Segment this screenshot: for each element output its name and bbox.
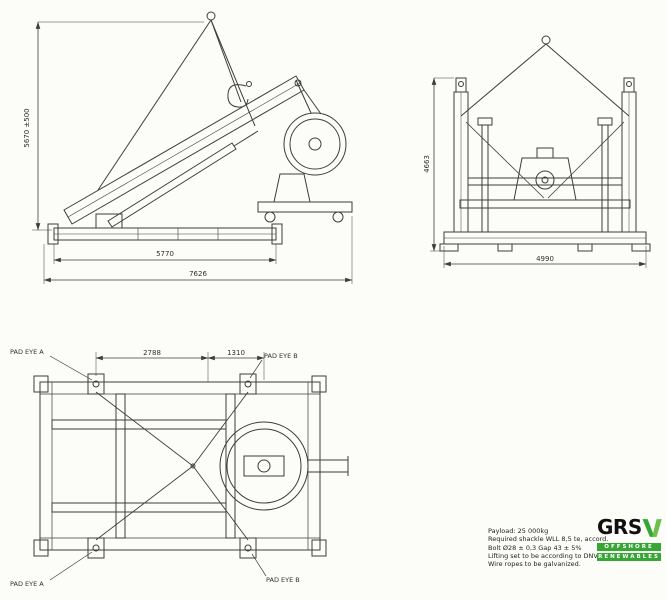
front-left-post bbox=[453, 77, 469, 233]
plan-pad-eyes bbox=[87, 373, 257, 559]
logo-text: GRS bbox=[597, 515, 642, 539]
front-lifting-slings bbox=[460, 35, 630, 199]
plan-winch-drum bbox=[219, 421, 349, 511]
logo-leaf-icon bbox=[642, 519, 662, 537]
side-dim-7626-label: 7626 bbox=[189, 270, 207, 278]
front-dim-width bbox=[443, 246, 647, 268]
grs-logo: GRS OFFSHORE RENEWABLES bbox=[597, 517, 663, 561]
side-base-skid bbox=[47, 213, 283, 245]
plan-frame bbox=[33, 375, 327, 557]
note-payload: Payload: 25 000kg bbox=[488, 527, 549, 535]
note-lifting-set: Lifting set to be according to DNV 2. bbox=[488, 551, 607, 560]
plan-dim-1310-label: 1310 bbox=[227, 349, 245, 357]
front-view-drawing: 4663 4990 bbox=[424, 35, 651, 268]
note-wire-ropes: Wire ropes to be galvanized. bbox=[488, 560, 581, 569]
logo-top-row: GRS bbox=[597, 517, 663, 541]
front-dim-height bbox=[430, 77, 454, 252]
plan-label-leaders bbox=[49, 355, 267, 581]
logo-tagline-renewables: RENEWABLES bbox=[597, 552, 661, 561]
logo-tagline-offshore: OFFSHORE bbox=[597, 542, 661, 551]
side-sheave-wheel bbox=[283, 79, 347, 176]
plan-view-drawing: 2788 1310 PAD EYE A PAD EYE B PAD EYE A … bbox=[10, 348, 349, 588]
side-dim-7626 bbox=[43, 216, 353, 284]
front-center-machine bbox=[513, 147, 577, 201]
plan-sling-wires bbox=[95, 391, 249, 541]
front-dim-height-label: 4663 bbox=[424, 155, 431, 173]
plan-dim-lines bbox=[95, 352, 265, 382]
plan-dim-2788-label: 2788 bbox=[143, 349, 161, 357]
side-dim-height-label: 5670 ±500 bbox=[23, 108, 31, 147]
plan-pad-eye-a-bottom-label: PAD EYE A bbox=[10, 580, 44, 588]
note-bolt: Bolt Ø28 ± 0,3 Gap 43 ± 5% bbox=[488, 543, 582, 552]
front-right-post bbox=[621, 77, 637, 233]
side-view-drawing: 5670 ±500 5770 7626 bbox=[23, 11, 353, 284]
side-pedestal bbox=[257, 173, 353, 223]
note-shackle: Required shackle WLL 8,5 te, accord. bbox=[488, 535, 609, 544]
side-dim-height bbox=[32, 21, 204, 231]
plan-pad-eye-b-bottom-label: PAD EYE B bbox=[266, 576, 300, 584]
front-inner-frame bbox=[459, 117, 631, 233]
side-dim-5770 bbox=[53, 244, 277, 264]
side-hook bbox=[227, 81, 252, 108]
plan-pad-eye-b-top-label: PAD EYE B bbox=[264, 352, 298, 360]
side-dim-5770-label: 5770 bbox=[156, 250, 174, 258]
front-dim-width-label: 4990 bbox=[536, 255, 554, 263]
drawing-notes: Payload: 25 000kg Required shackle WLL 8… bbox=[488, 527, 608, 569]
side-lifting-slings bbox=[97, 11, 256, 191]
side-hydraulic-cylinder bbox=[107, 130, 259, 228]
plan-pad-eye-a-top-label: PAD EYE A bbox=[10, 348, 44, 356]
front-base-skid bbox=[439, 231, 651, 252]
